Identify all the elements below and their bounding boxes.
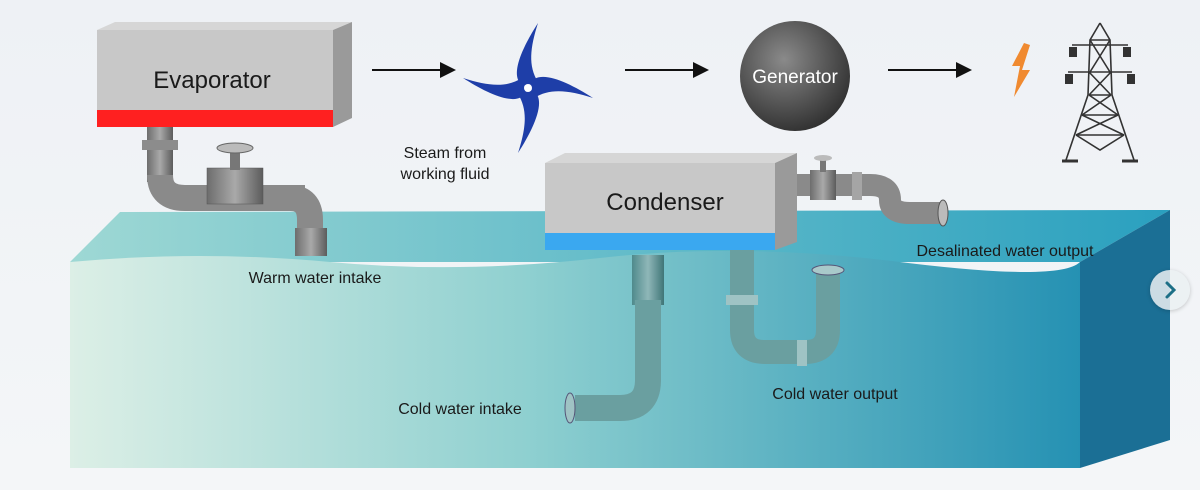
steam-label-line2: working fluid bbox=[400, 166, 490, 183]
power-tower-icon bbox=[1062, 22, 1138, 163]
desalinated-water-output-label: Desalinated water output bbox=[917, 243, 1095, 260]
condenser-band bbox=[545, 233, 775, 250]
chevron-right-icon bbox=[1165, 281, 1177, 299]
evaporator-unit: Evaporator bbox=[97, 22, 352, 127]
warm-water-pipe bbox=[142, 127, 327, 256]
arrow-right-icon bbox=[888, 62, 972, 78]
cold-water-output-label: Cold water output bbox=[772, 386, 898, 403]
lightning-icon bbox=[1012, 43, 1030, 97]
evaporator-band bbox=[97, 110, 333, 127]
evaporator-label: Evaporator bbox=[153, 67, 270, 94]
condenser-label: Condenser bbox=[606, 189, 723, 216]
warm-water-intake-label: Warm water intake bbox=[249, 270, 382, 287]
cold-water-output-pipe bbox=[726, 250, 845, 366]
cold-water-intake-label: Cold water intake bbox=[398, 401, 522, 418]
turbine-icon bbox=[463, 23, 593, 153]
cold-water-intake-pipe bbox=[564, 255, 664, 424]
desalinated-water-pipe bbox=[795, 155, 949, 227]
arrow-right-icon bbox=[625, 62, 709, 78]
generator: Generator bbox=[740, 21, 850, 131]
condenser-unit: Condenser bbox=[545, 153, 797, 250]
arrow-right-icon bbox=[372, 62, 456, 78]
next-slide-button[interactable] bbox=[1150, 270, 1190, 310]
steam-label-line1: Steam from bbox=[404, 145, 487, 162]
generator-label: Generator bbox=[752, 67, 838, 88]
